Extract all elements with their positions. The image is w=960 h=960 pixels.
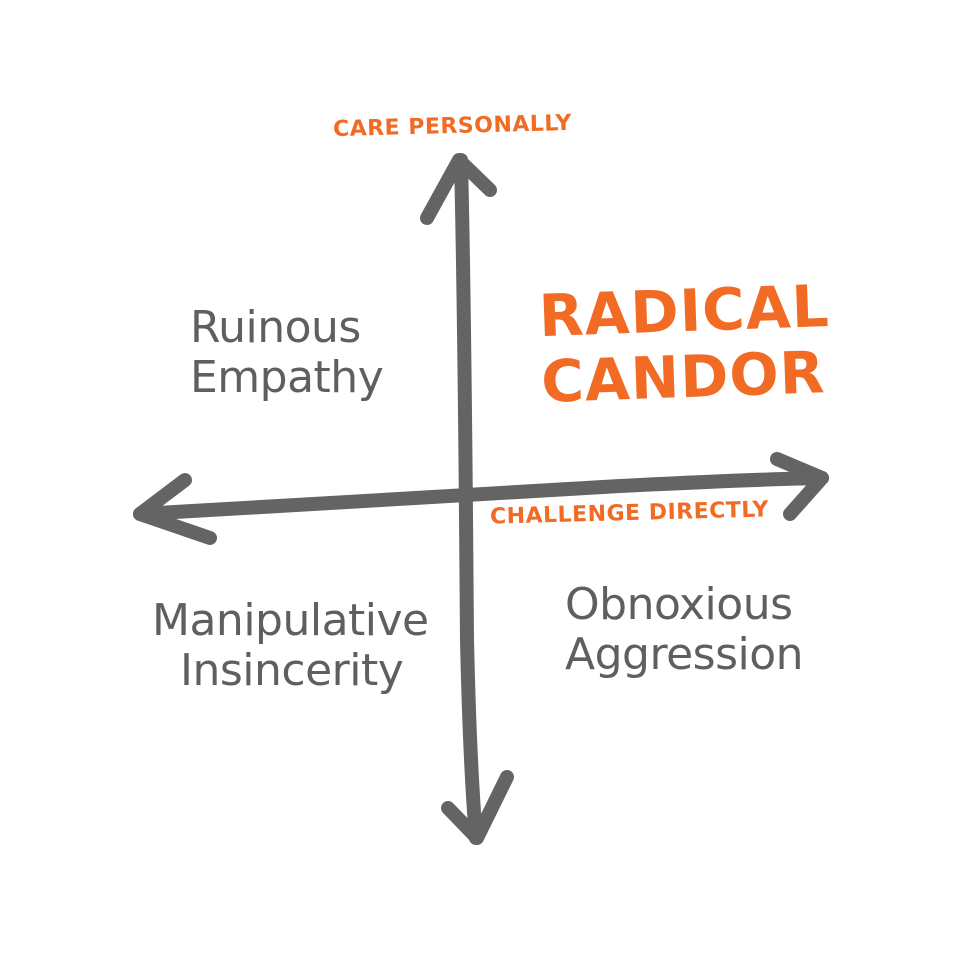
right-arrowhead <box>770 452 829 521</box>
down-arrowhead <box>441 770 514 845</box>
left-arrowhead <box>133 473 217 545</box>
obnoxious-aggression-line-1: Obnoxious <box>565 579 793 630</box>
vertical-axis-line <box>454 153 483 845</box>
horizontal-axis-line <box>133 471 829 521</box>
manipulative-insincerity-line-1: Manipulative <box>152 595 429 646</box>
horizontal-axis <box>133 452 829 545</box>
radical-candor-line-2: CANDOR <box>540 338 827 417</box>
obnoxious-aggression-label: Obnoxious Aggression <box>565 579 804 680</box>
vertical-axis <box>420 153 514 845</box>
radical-candor-line-1: RADICAL <box>537 271 831 351</box>
manipulative-insincerity-label: Manipulative Insincerity <box>152 596 429 696</box>
obnoxious-aggression-line-2: Aggression <box>565 629 804 680</box>
ruinous-empathy-label: Ruinous Empathy <box>190 302 384 403</box>
manipulative-insincerity-line-2: Insincerity <box>180 645 404 696</box>
ruinous-empathy-line-1: Ruinous <box>190 302 361 353</box>
radical-candor-label: RADICAL CANDOR <box>537 271 833 417</box>
ruinous-empathy-line-2: Empathy <box>190 352 384 403</box>
up-arrowhead <box>420 153 497 225</box>
